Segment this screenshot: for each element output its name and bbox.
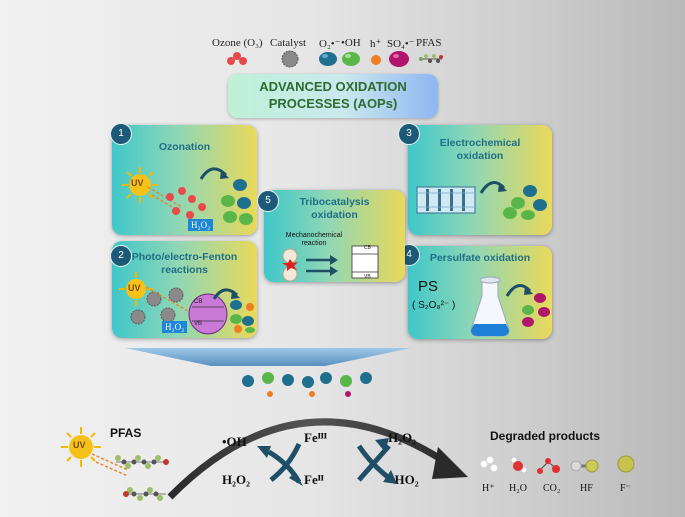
legend-pfas-label: PFAS [416, 37, 442, 49]
legend-hydroxyl-label: •OH [341, 37, 361, 49]
flask-icon [470, 276, 510, 337]
radical-spheres-icon [230, 300, 255, 333]
panel-electrochemical: Electrochemical oxidation [408, 125, 552, 235]
ozone-icon [227, 52, 247, 65]
vb-label: VB [364, 274, 371, 280]
sun-uv-icon [119, 272, 153, 306]
fe3-label: Feᴵᴵᴵ [304, 430, 327, 445]
mechanochemical-label: Mechanochemical [285, 232, 343, 239]
panel-persulfate-title: Persulfate oxidation [429, 252, 531, 264]
electrochemical-cell-icon [416, 186, 476, 214]
double-arrow-icon [306, 255, 338, 276]
semiconductor-particle-icon [188, 293, 228, 335]
pfas-molecules-icon [115, 455, 169, 501]
panel-electro-title-2: oxidation [456, 150, 504, 162]
panel-tribocatalysis: Tribocatalysis oxidation Mechanochemical… [264, 190, 405, 282]
uv-rays-icon [92, 453, 129, 476]
panel-ozonation: Ozonation UV H₂O₂ [112, 125, 257, 235]
hydroxyl-radical-label: •OH [222, 434, 247, 449]
redox-cycle-arrows [257, 438, 397, 486]
h2o2-left-label: H₂O₂ [222, 472, 251, 487]
panel-tribocatalysis-badge: 5 [257, 190, 279, 212]
catalyst-particles-icon [130, 287, 189, 325]
radical-pool-icon [242, 372, 372, 397]
panel-ozonation-badge: 1 [110, 123, 132, 145]
pfas-molecule-icon [419, 54, 443, 63]
sulfate-icon [389, 51, 409, 67]
panel-ozonation-title: Ozonation [158, 141, 211, 153]
hole-icon [371, 55, 381, 65]
uv-label: UV [128, 283, 141, 293]
degraded-products-title: Degraded products [490, 429, 601, 443]
panel-tribo-title-2: oxidation [311, 209, 358, 221]
legend-hole-label: h⁺ [370, 38, 382, 50]
radical-spheres-icon [503, 185, 547, 220]
panel-electro-title-1: Electrochemical [439, 137, 521, 149]
panel-electrochemical-badge: 3 [398, 123, 420, 145]
uv-label: UV [131, 178, 144, 188]
hydroperoxyl-label: •HO₂ [390, 472, 419, 487]
product-molecules-icon [479, 455, 635, 474]
fe2-label: Feᴵᴵ [304, 472, 324, 487]
product-hf: HF [580, 483, 593, 494]
panel-fenton-title-2: reactions [161, 264, 208, 276]
ps-label: PS [418, 278, 439, 295]
panel-photo-fenton: Photo/electro-Fenton reactions UV H₂O₂ C… [112, 241, 257, 338]
pfas-label: PFAS [110, 426, 142, 440]
vb-label: VB [194, 321, 203, 327]
hydroxyl-icon [342, 52, 360, 66]
panel-tribo-title-1: Tribocatalysis [299, 196, 370, 208]
catalyst-icon [281, 50, 299, 68]
legend-ozone-label: Ozone (O₃) [212, 37, 263, 49]
legend-catalyst-label: Catalyst [270, 37, 307, 49]
legend-superoxide-label: O₂•⁻ [319, 38, 341, 50]
panel-fenton-title-1: Photo/electro-Fenton [131, 251, 238, 263]
curved-arrow-icon [212, 288, 240, 300]
panel-fenton-badge: 2 [110, 245, 132, 267]
panel-persulfate: Persulfate oxidation PS ( S₂O₈²⁻ ) [408, 246, 552, 339]
uv-label: UV [73, 440, 86, 450]
ozone-molecules-icon [166, 187, 206, 219]
product-water: H₂O [509, 483, 527, 494]
cb-label: CB [194, 299, 203, 305]
product-co2: CO₂ [543, 483, 561, 494]
h2o2-label: H₂O₂ [188, 219, 214, 231]
title-line-1: ADVANCED OXIDATION [259, 79, 407, 94]
radical-spheres-icon [221, 179, 253, 225]
title-line-2: PROCESSES (AOPs) [268, 96, 398, 111]
friction-spheres-icon [282, 248, 298, 282]
sun-uv-icon [122, 167, 158, 203]
big-curved-arrow [167, 418, 468, 500]
persulfate-formula: ( S₂O₈²⁻ ) [412, 300, 456, 311]
uv-rays-icon [148, 187, 183, 213]
band-diagram-icon [351, 245, 379, 279]
h2o2-label: H₂O₂ [162, 321, 188, 333]
aops-title-box: ADVANCED OXIDATION PROCESSES (AOPs) [228, 74, 438, 118]
product-fluoride: F⁻ [620, 483, 631, 494]
sulfate-radicals-icon [522, 293, 550, 327]
sun-uv-icon [61, 427, 101, 467]
legend-sulfate-label: SO₄•⁻ [387, 38, 415, 50]
product-proton: H⁺ [482, 483, 495, 494]
funnel-shape [125, 348, 411, 366]
reaction-label: reaction [301, 240, 327, 247]
cb-label: CB [364, 245, 371, 251]
curved-arrow-icon [479, 181, 507, 194]
h2o2-right-label: H₂O₂ [388, 430, 417, 445]
curved-arrow-icon [505, 284, 533, 297]
superoxide-icon [319, 52, 337, 66]
curved-arrow-icon [199, 167, 229, 180]
